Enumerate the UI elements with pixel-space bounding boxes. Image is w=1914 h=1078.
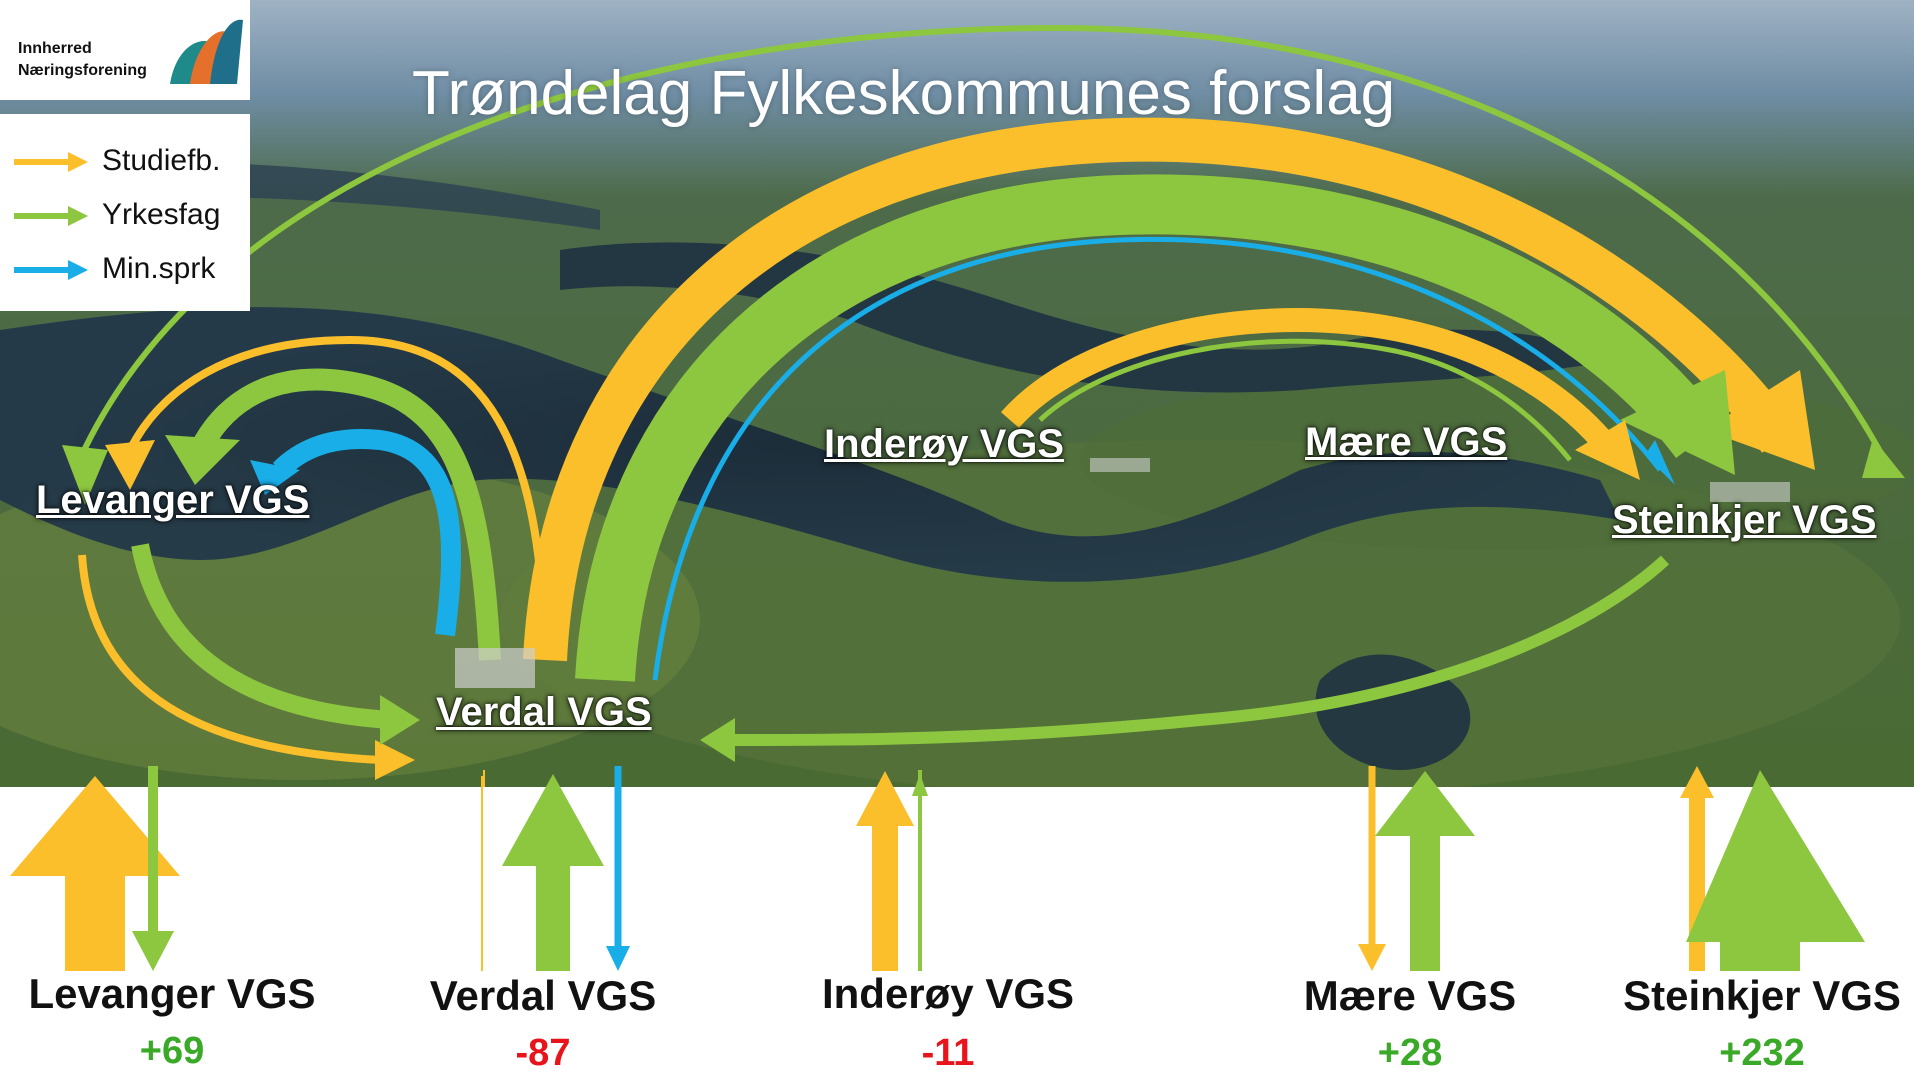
arrow-up-studiefb-inderoy: [856, 771, 914, 971]
enrollment-change-arrows: [10, 766, 1865, 971]
arrow-up-yrkesfag-verdal: [502, 774, 604, 971]
arrow-right-icon: [14, 206, 88, 226]
change-value-maere: +28: [1377, 1032, 1443, 1074]
legend-item-minsprk: Min.sprk: [14, 250, 244, 290]
town-verdal: [455, 648, 535, 688]
flow-yrkesfag-levanger-verdal: [131, 543, 391, 729]
town-steinkjer: [1710, 482, 1790, 502]
flow-yrkesfag-inderoy-steinkjer: [1038, 338, 1572, 462]
change-value-inderoy: -11: [921, 1032, 975, 1074]
fjord-water: [0, 307, 1620, 582]
flow-yrkesfag-verdal-levanger: [190, 368, 501, 661]
aerial-map: [0, 0, 1914, 787]
flow-studiefb-inderoy-steinkjer: [1000, 308, 1620, 458]
legend-item-yrkesfag: Yrkesfag: [14, 196, 244, 236]
change-value-verdal: -87: [515, 1032, 571, 1074]
logo-line-2: Næringsforening: [18, 62, 147, 79]
arrowhead: [1862, 438, 1905, 478]
school-name-verdal: Verdal VGS: [429, 972, 657, 1019]
arrowhead: [700, 718, 735, 762]
arrowhead: [606, 946, 630, 971]
flow-studiefb-verdal-steinkjer: [523, 117, 1798, 662]
map-label-levanger: Levanger VGS: [36, 478, 310, 522]
school-name-steinkjer: Steinkjer VGS: [1623, 972, 1901, 1019]
arrow-right-icon: [14, 152, 88, 172]
flow-yrkesfag-verdal-steinkjer: [575, 174, 1724, 682]
legend-item-studiefb: Studiefb.: [14, 142, 244, 182]
arrowhead: [1645, 440, 1675, 485]
school-name-inderoy: Inderøy VGS: [821, 970, 1075, 1017]
arrow-right-icon: [14, 260, 88, 280]
school-name-maere: Mære VGS: [1303, 972, 1517, 1019]
legend-label: Min.sprk: [102, 252, 216, 285]
arrowhead: [250, 460, 300, 495]
flow-yrkesfag-steinkjer-verdal: [729, 555, 1670, 746]
logo: Innherred Næringsforening: [0, 0, 250, 100]
arrow-up-yrkesfag-maere: [1375, 771, 1475, 971]
arrowhead: [1620, 370, 1735, 475]
change-value-levanger: +69: [139, 1030, 205, 1072]
map-label-inderoy: Inderøy VGS: [824, 422, 1065, 466]
arrow-up-studiefb-steinkjer: [1680, 766, 1714, 971]
flow-minsprk-verdal-steinkjer: [652, 236, 1662, 681]
legend: Studiefb. Yrkesfag Min.sprk: [0, 114, 250, 311]
flow-yrkesfag-levanger-steinkjer: [72, 24, 1893, 472]
legend-label: Studiefb.: [102, 144, 221, 177]
arrowhead: [380, 695, 420, 745]
flow-studiefb-verdal-levanger: [126, 335, 549, 651]
arrowhead: [165, 435, 240, 485]
logo-icon: [170, 19, 243, 84]
arrowhead: [62, 445, 108, 505]
arrow-up-studiefb-levanger: [10, 776, 180, 971]
change-value-steinkjer: +232: [1719, 1032, 1805, 1074]
map-label-maere: Mære VGS: [1305, 420, 1508, 464]
arrowhead: [375, 740, 415, 780]
arrowhead: [132, 931, 174, 971]
arrowhead: [912, 774, 928, 796]
logo-line-1: Innherred: [18, 40, 92, 57]
arrowhead: [1575, 420, 1640, 480]
map-label-steinkjer: Steinkjer VGS: [1612, 498, 1877, 542]
arrowhead: [1358, 944, 1386, 971]
map-flow-diagram: [0, 0, 1914, 787]
school-name-levanger: Levanger VGS: [28, 970, 316, 1017]
arrowhead: [1705, 370, 1815, 470]
arrowhead: [105, 440, 155, 490]
flow-minsprk-verdal-levanger: [272, 429, 461, 637]
logo-text: Innherred Næringsforening: [18, 38, 147, 82]
flow-studiefb-levanger-verdal: [78, 554, 381, 764]
legend-label: Yrkesfag: [102, 198, 221, 231]
page-title: Trøndelag Fylkeskommunes forslag: [412, 59, 1396, 128]
town-inderoy: [1090, 458, 1150, 472]
map-label-verdal: Verdal VGS: [436, 690, 652, 734]
arrow-up-yrkesfag-steinkjer: [1686, 770, 1865, 971]
